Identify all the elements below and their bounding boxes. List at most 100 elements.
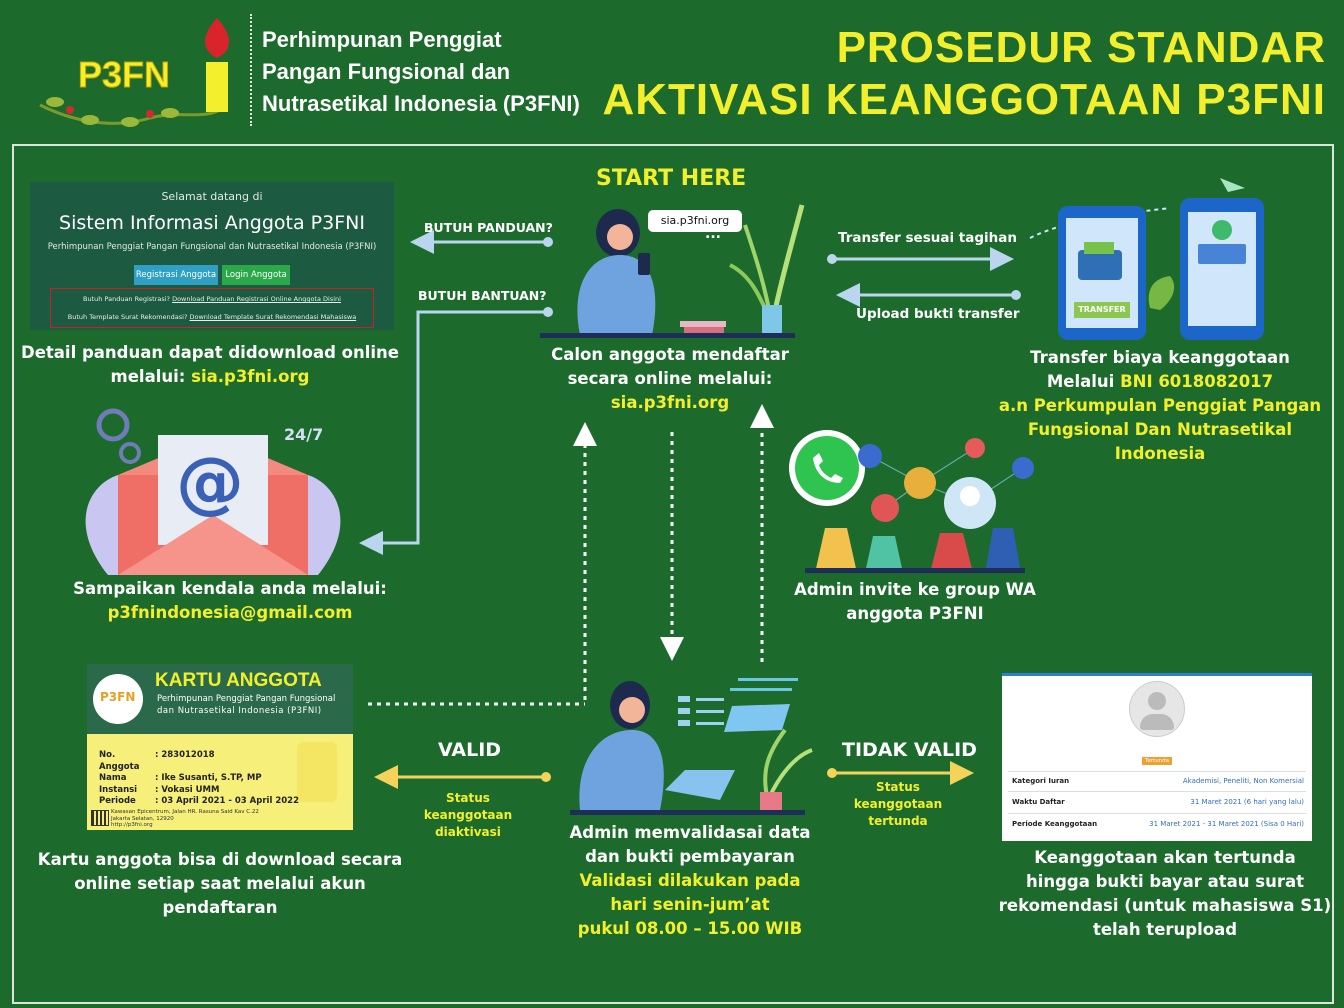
member-card-watermark <box>297 742 337 802</box>
avatar <box>1129 681 1185 737</box>
card-addr-1: Kawasan Epicentrum, Jalan HR. Rasuna Sai… <box>111 809 259 815</box>
valid-status-line-1: Status keanggotaan <box>423 791 513 822</box>
pending-row-key: Kategori Iuran <box>1012 777 1070 785</box>
main-frame <box>12 144 1334 1004</box>
sia-panel: Selamat datang di Sistem Informasi Anggo… <box>30 182 394 330</box>
pending-row-value: Akademisi, Peneliti, Non Komersial <box>1182 777 1304 785</box>
logo-graphic <box>39 18 230 127</box>
admin-caption-line-4: hari senin-jum’at <box>610 895 770 914</box>
org-name: Perhimpunan Penggiat Pangan Fungsional d… <box>262 24 580 120</box>
card-caption-line-2: online setiap saat melalui akun <box>74 874 366 893</box>
member-card-logo-circle <box>93 674 143 724</box>
sia-welcome: Selamat datang di <box>161 190 263 203</box>
start-caption-link[interactable]: sia.p3fni.org <box>610 393 730 412</box>
member-card-title: KARTU ANGGOTA <box>155 670 322 691</box>
card-addr-3: http://p3fni.org <box>111 822 153 828</box>
tidak-status-line-1: Status keanggotaan <box>853 780 943 811</box>
member-card-details: No. Anggota : 283012018 Nama : Ike Susanti… <box>99 750 299 808</box>
bubble-dots: ... <box>705 226 721 242</box>
card-row-key: Nama <box>99 773 127 783</box>
sia-download-box: Butuh Panduan Registrasi? Download Pandu… <box>50 288 374 328</box>
email-caption-line-1: Sampaikan kendala anda melalui: <box>73 579 387 598</box>
card-row-value: : 03 April 2021 - 03 April 2022 <box>155 796 299 806</box>
admin-caption-line-1: Admin memvalidasai data <box>569 823 811 842</box>
member-card-logo: P3FN <box>100 690 136 704</box>
org-line-2: Pangan Fungsional dan <box>262 59 511 84</box>
member-card: P3FN KARTU ANGGOTA Perhimpunan Penggiat … <box>87 664 353 830</box>
pending-divider <box>1008 791 1306 792</box>
pending-row-key: Periode Keanggotaan <box>1012 820 1098 828</box>
card-row-key: No. Anggota <box>99 750 140 772</box>
transfer-caption-prefix: Melalui <box>1046 372 1121 391</box>
pending-topbar <box>1002 673 1312 676</box>
admin-caption: Admin memvalidasai data dan bukti pembay… <box>550 821 830 941</box>
start-caption: Calon anggota mendaftar secara online me… <box>530 343 810 415</box>
card-row-value: : Ike Susanti, S.TP, MP <box>155 773 262 783</box>
tidak-valid-status: Status keanggotaan tertunda <box>830 779 966 830</box>
member-card-address: Kawasan Epicentrum, Jalan HR. Rasuna Sai… <box>111 809 259 829</box>
pending-caption: Keanggotaan akan tertunda hingga bukti b… <box>990 846 1340 942</box>
member-card-sub-2: dan Nutrasetikal Indonesia (P3FNI) <box>157 706 322 716</box>
page-title-line-1: PROSEDUR STANDAR <box>836 23 1326 72</box>
pending-caption-line-4: telah terupload <box>1092 920 1238 939</box>
sia-caption-line-1: Detail panduan dapat didownload online <box>21 343 399 362</box>
pending-row: Waktu Daftar 31 Maret 2021 (6 hari yang l… <box>1012 798 1304 806</box>
sia-note-1-prefix: Butuh Panduan Registrasi? <box>83 295 173 303</box>
member-card-sub-1: Perhimpunan Penggiat Pangan Fungsional <box>157 694 336 704</box>
card-row-value: : 283012018 <box>155 750 215 760</box>
card-row-key: Periode <box>99 796 136 806</box>
transfer-caption-line-3: a.n Perkumpulan Penggiat Pangan <box>998 396 1322 415</box>
card-addr-2: Jakarta Selatan, 12920 <box>111 815 174 822</box>
transfer-caption-line-1: Transfer biaya keanggotaan <box>1030 348 1290 367</box>
start-caption-line-1: Calon anggota mendaftar <box>551 345 789 364</box>
logo-text: P3FN <box>77 54 171 96</box>
start-caption-line-2: secara online melalui: <box>567 369 773 388</box>
tidak-valid-label: TIDAK VALID <box>842 739 977 761</box>
pending-row: Periode Keanggotaan 31 Maret 2021 - 31 Ma… <box>1012 820 1304 828</box>
pending-row-value: 31 Maret 2021 (6 hari yang lalu) <box>1190 798 1304 806</box>
at-icon: @ <box>176 443 244 522</box>
login-button[interactable]: Login Anggota <box>222 265 290 285</box>
pending-row: Kategori Iuran Akademisi, Peneliti, Non K… <box>1012 777 1304 785</box>
wa-illustration <box>785 428 1035 573</box>
pending-caption-line-2: hingga bukti bayar atau surat <box>1025 872 1305 891</box>
transfer-illustration: TRANSFER <box>1029 178 1275 343</box>
email-caption-link[interactable]: p3fnindonesia@gmail.com <box>107 603 353 622</box>
card-row-key: Instansi <box>99 784 138 795</box>
sia-note-2-prefix: Butuh Template Surat Rekomendasi? <box>67 313 190 321</box>
sia-caption-link[interactable]: sia.p3fni.org <box>191 367 310 386</box>
pending-caption-line-1: Keanggotaan akan tertunda <box>1034 848 1296 867</box>
valid-status: Status keanggotaan diaktivasi <box>400 790 536 841</box>
email-caption: Sampaikan kendala anda melalui: p3fnindo… <box>30 577 430 625</box>
page-title: PROSEDUR STANDAR AKTIVASI KEANGGOTAAN P3… <box>602 22 1326 126</box>
start-illustration <box>540 195 820 340</box>
register-button[interactable]: Registrasi Anggota <box>134 265 218 285</box>
sia-subtitle: Perhimpunan Penggiat Pangan Fungsional d… <box>47 242 377 252</box>
wa-caption-line-2: anggota P3FNI <box>846 604 984 623</box>
valid-label: VALID <box>438 739 502 761</box>
sia-title: Sistem Informasi Anggota P3FNI <box>59 212 365 234</box>
card-caption: Kartu anggota bisa di download secara on… <box>30 848 410 920</box>
pending-row-key: Waktu Daftar <box>1012 798 1065 806</box>
tidak-status-line-2: tertunda <box>868 814 928 828</box>
org-line-3: Nutrasetikal Indonesia (P3FNI) <box>262 91 580 116</box>
transfer-label: Transfer sesuai tagihan <box>838 230 1017 246</box>
wa-caption-line-1: Admin invite ke group WA <box>794 580 1036 599</box>
pending-caption-line-3: rekomendasi (untuk mahasiswa S1) <box>998 896 1332 915</box>
page-title-line-2: AKTIVASI KEANGGOTAAN P3FNI <box>602 75 1326 124</box>
bank-account: BNI 6018082017 <box>1120 372 1274 391</box>
upload-label: Upload bukti transfer <box>856 306 1020 322</box>
sia-caption-prefix: melalui: <box>110 367 192 386</box>
start-here-label: START HERE <box>596 166 747 191</box>
admin-caption-line-2: dan bukti pembayaran <box>585 847 795 866</box>
pending-row-value: 31 Maret 2021 - 31 Maret 2021 (Sisa 0 Ha… <box>1149 820 1304 828</box>
download-guide-link[interactable]: Download Panduan Registrasi Online Anggo… <box>172 295 341 303</box>
pending-divider <box>1008 771 1306 772</box>
card-caption-line-3: pendaftaran <box>162 898 278 917</box>
admin-caption-line-3: Validasi dilakukan pada <box>579 871 801 890</box>
org-line-1: Perhimpunan Penggiat <box>262 27 502 52</box>
transfer-caption: Transfer biaya keanggotaan Melalui BNI 6… <box>990 346 1330 466</box>
download-template-link[interactable]: Download Template Surat Rekomendasi Maha… <box>189 313 357 321</box>
